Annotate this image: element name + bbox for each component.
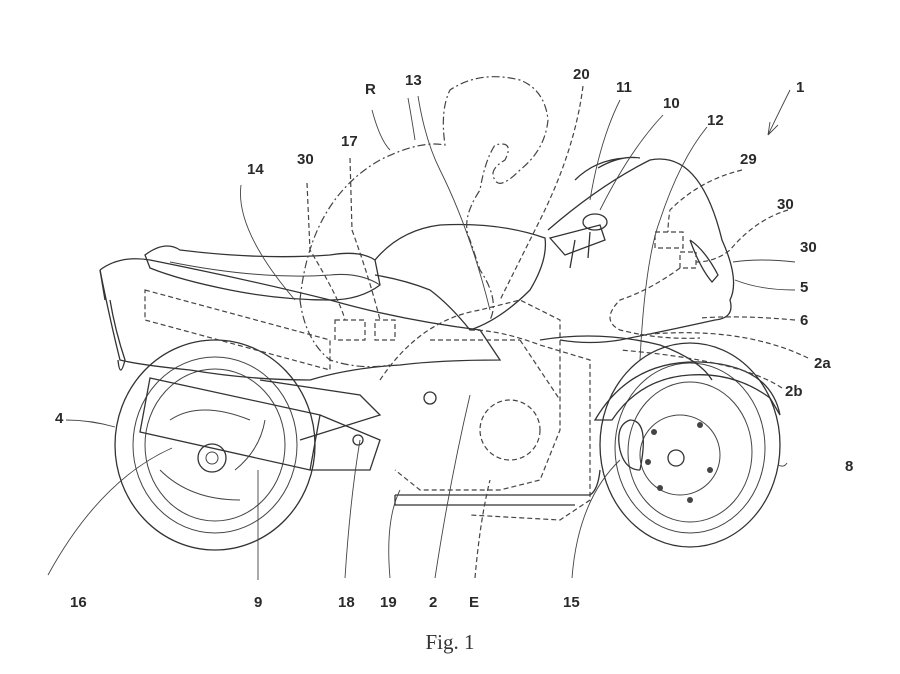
- ref-label-29: 29: [740, 151, 757, 168]
- leader-lines: [47, 85, 809, 580]
- ref-label-2: 2: [429, 594, 438, 611]
- tail-cowl: [99, 258, 502, 381]
- ref-label-11: 11: [616, 79, 632, 96]
- ref-label-6: 6: [800, 312, 809, 329]
- rear-wheel: [114, 339, 316, 551]
- ref-label-2a: 2a: [814, 355, 831, 372]
- ref-label-4: 4: [55, 410, 64, 427]
- ref-label-30-right: 30: [800, 239, 817, 256]
- ref-label-2b: 2b: [785, 383, 803, 400]
- ref-label-12: 12: [707, 112, 724, 129]
- ref-label-30-left: 30: [297, 151, 314, 168]
- ref-label-9: 9: [254, 594, 263, 611]
- ref-label-R: R: [365, 81, 376, 98]
- ref-label-20: 20: [573, 66, 590, 83]
- ref-label-16: 16: [70, 594, 87, 611]
- front-wheel: [599, 342, 781, 548]
- ref-label-1: 1: [796, 79, 805, 96]
- muffler: [139, 377, 321, 471]
- front-fender: [593, 361, 781, 421]
- ref-label-13: 13: [405, 72, 422, 89]
- ref-label-14: 14: [247, 161, 264, 178]
- ref-label-E: E: [469, 594, 480, 611]
- seat: [144, 245, 381, 301]
- figure-caption: Fig. 1: [425, 630, 475, 654]
- ref-label-18: 18: [338, 594, 355, 611]
- ref-label-19: 19: [380, 594, 397, 611]
- fuel-tank: [374, 223, 547, 331]
- rider-outline: [299, 76, 549, 321]
- ref-label-17: 17: [341, 133, 358, 150]
- ref-label-30-upper: 30: [777, 196, 794, 213]
- ref-label-8: 8: [845, 458, 854, 475]
- ref-label-15: 15: [563, 594, 580, 611]
- ref-label-5: 5: [800, 279, 809, 296]
- ref-label-10: 10: [663, 95, 680, 112]
